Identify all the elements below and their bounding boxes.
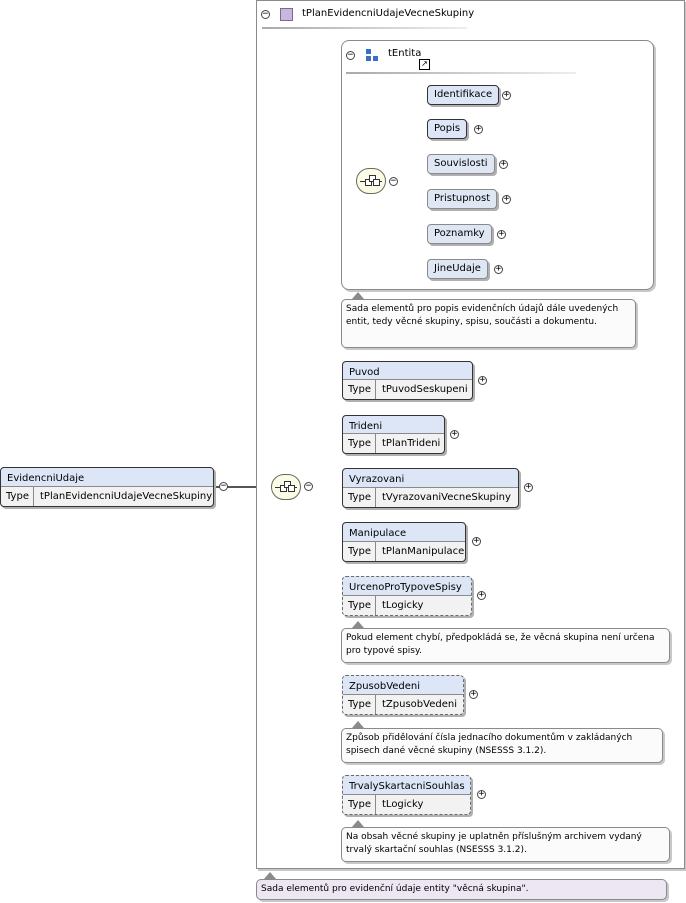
type-row: Type tLogicky — [343, 595, 471, 615]
expand-icon[interactable]: + — [502, 90, 511, 100]
type-value: tPlanEvidencniUdajeVecneSkupiny — [40, 491, 213, 502]
type-value: tPlanManipulace — [382, 546, 465, 557]
expand-icon[interactable]: + — [477, 590, 486, 600]
element-puvod[interactable]: Puvod Type tPuvodSeskupeni — [342, 361, 473, 400]
collapse-icon[interactable]: − — [346, 50, 355, 60]
complex-type-icon — [280, 8, 293, 21]
expand-icon[interactable]: + — [469, 689, 478, 699]
element-vyrazovani[interactable]: Vyrazovani Type tVyrazovaniVecneSkupiny — [342, 468, 519, 508]
expand-icon[interactable]: + — [502, 194, 511, 204]
note-pointer — [264, 872, 276, 879]
entity-group-title: tEntita — [388, 48, 422, 59]
expand-icon[interactable]: + — [474, 124, 483, 134]
link-arrow-icon[interactable]: ↗ — [419, 59, 430, 70]
type-row: Type tZpusobVedeni — [343, 694, 463, 714]
type-label: Type — [343, 795, 376, 814]
note-pointer — [352, 292, 364, 299]
expand-icon[interactable]: + — [478, 375, 487, 385]
note-pointer — [352, 820, 364, 827]
type-row: Type tPuvodSeskupeni — [343, 379, 472, 399]
type-label: Type — [343, 695, 376, 714]
element-note: Pokud element chybí, předpokládá se, že … — [341, 628, 670, 663]
expand-icon[interactable]: + — [494, 264, 503, 274]
expand-icon[interactable]: + — [499, 159, 508, 169]
type-value: tZpusobVedeni — [382, 699, 457, 710]
type-row: Type tPlanManipulace — [343, 541, 465, 561]
collapse-icon[interactable]: − — [304, 481, 313, 491]
collapse-icon[interactable]: − — [219, 481, 228, 491]
type-value: tLogicky — [382, 799, 424, 810]
type-label: Type — [343, 488, 376, 507]
type-value: tPuvodSeskupeni — [382, 384, 468, 395]
type-label: Type — [343, 596, 376, 615]
outer-group-title: tPlanEvidencniUdajeVecneSkupiny — [302, 8, 475, 19]
root-element-evidencniudaje[interactable]: EvidencniUdaje Type tPlanEvidencniUdajeV… — [0, 467, 214, 507]
sequence-compositor-icon[interactable] — [271, 474, 301, 500]
collapse-icon[interactable]: − — [389, 176, 398, 186]
type-value: tVyrazovaniVecneSkupiny — [382, 492, 511, 503]
expand-icon[interactable]: + — [497, 229, 506, 239]
sequence-compositor-icon[interactable] — [356, 168, 386, 194]
title-separator — [262, 27, 467, 29]
type-label: Type — [343, 542, 376, 561]
type-value: tPlanTrideni — [382, 438, 441, 449]
child-element-souvislosti[interactable]: Souvislosti — [427, 154, 495, 174]
child-element-pristupnost[interactable]: Pristupnost — [427, 189, 498, 209]
note-pointer — [352, 721, 364, 728]
child-element-poznamky[interactable]: Poznamky — [427, 224, 492, 244]
element-manipulace[interactable]: Manipulace Type tPlanManipulace — [342, 522, 466, 562]
outer-group-note: Sada elementů pro evidenční údaje entity… — [256, 879, 667, 900]
element-zpusobvedeni[interactable]: ZpusobVedeni Type tZpusobVedeni — [342, 675, 464, 715]
type-row: Type tPlanTrideni — [343, 433, 444, 453]
entity-group-frame — [341, 40, 654, 290]
child-element-popis[interactable]: Popis — [427, 119, 468, 139]
type-row: Type tPlanEvidencniUdajeVecneSkupiny — [1, 486, 213, 506]
element-name: TrvalySkartacniSouhlas — [349, 781, 465, 792]
element-note: Způsob přidělování čísla jednacího dokum… — [341, 728, 663, 763]
type-row: Type tVyrazovaniVecneSkupiny — [343, 487, 518, 507]
type-label: Type — [343, 434, 376, 453]
entity-group-icon — [366, 49, 379, 62]
element-name: Puvod — [349, 367, 380, 378]
note-pointer — [352, 621, 364, 628]
element-note: Na obsah věcné skupiny je uplatněn přísl… — [341, 827, 670, 862]
entity-group-note: Sada elementů pro popis evidenčních údaj… — [341, 299, 636, 348]
element-name: ZpusobVedeni — [349, 681, 421, 692]
element-name: Vyrazovani — [349, 474, 405, 485]
title-separator — [346, 72, 576, 74]
expand-icon[interactable]: + — [477, 789, 486, 799]
type-label: Type — [343, 380, 376, 399]
child-element-jineudaje[interactable]: JineUdaje — [427, 259, 488, 279]
element-name: Manipulace — [349, 528, 407, 539]
element-name: UrcenoProTypoveSpisy — [349, 582, 462, 593]
expand-icon[interactable]: + — [524, 482, 533, 492]
collapse-icon[interactable]: − — [261, 9, 270, 19]
element-name: EvidencniUdaje — [7, 473, 85, 484]
expand-icon[interactable]: + — [472, 536, 481, 546]
type-label: Type — [1, 487, 34, 506]
type-row: Type tLogicky — [343, 794, 470, 814]
child-element-identifikace[interactable]: Identifikace — [427, 85, 500, 105]
element-trvalyskartacnisouhlas[interactable]: TrvalySkartacniSouhlas Type tLogicky — [342, 775, 471, 815]
element-name: Trideni — [349, 421, 383, 432]
element-urcenoprotypovespisy[interactable]: UrcenoProTypoveSpisy Type tLogicky — [342, 576, 472, 616]
type-value: tLogicky — [382, 600, 424, 611]
expand-icon[interactable]: + — [450, 429, 459, 439]
element-trideni[interactable]: Trideni Type tPlanTrideni — [342, 415, 445, 454]
